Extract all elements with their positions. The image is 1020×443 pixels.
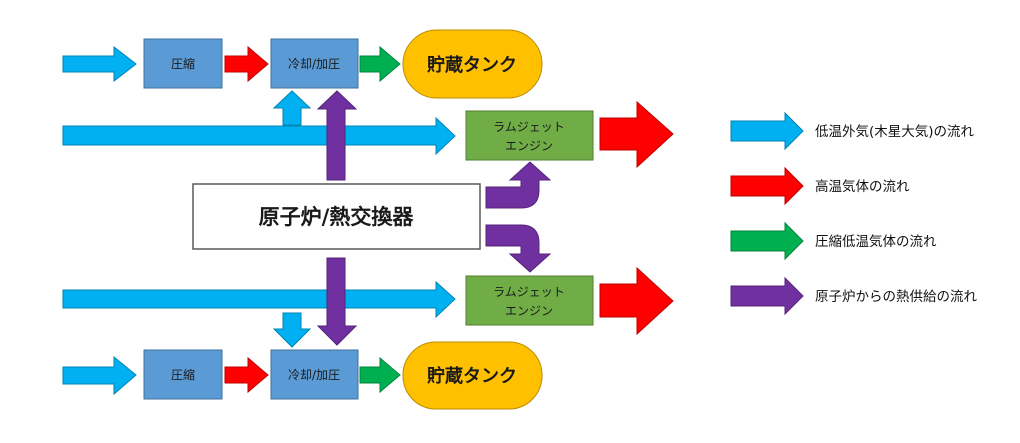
lower-exhaust-arrow <box>599 266 674 336</box>
heat-to-lower-ramjet-arrow <box>485 224 552 273</box>
legend-label-hot: 高温気体の流れ <box>815 178 910 195</box>
legend-arrow-heat <box>730 276 804 316</box>
lower-tank-label: 貯蔵タンク <box>427 365 517 387</box>
lower-compressed-arrow <box>359 356 401 394</box>
upper-compress-label: 圧縮 <box>171 56 195 71</box>
lower-intake-arrow <box>62 355 137 396</box>
legend-label-heat: 原子炉からの熱供給の流れ <box>815 289 977 305</box>
legend-arrow-cold <box>730 111 804 151</box>
upper-ramjet-label-line1: ラムジェット <box>493 120 565 134</box>
upper-compressed-arrow <box>359 45 401 83</box>
upper-heat-arrow <box>316 90 358 181</box>
legend-label-compressed: 圧縮低温気体の流れ <box>815 234 937 250</box>
lower-hot-arrow <box>224 356 269 394</box>
lower-tank <box>402 341 543 410</box>
upper-cool-box <box>270 38 359 89</box>
reactor-label: 原子炉/熱交換器 <box>259 205 415 229</box>
lower-ramjet-box <box>465 275 594 326</box>
lower-cool-label: 冷却/加圧 <box>288 368 340 382</box>
upper-cool-label: 冷却/加圧 <box>288 57 340 71</box>
upper-ramjet-box <box>465 110 594 161</box>
upper-cold-feed-arrow <box>272 90 312 126</box>
reactor-box <box>192 183 481 250</box>
upper-hot-arrow <box>224 45 269 83</box>
upper-tank <box>402 29 543 99</box>
lower-compress-box <box>143 349 223 400</box>
lower-ramjet-label-line1: ラムジェット <box>493 285 565 299</box>
upper-intake-arrow <box>62 45 137 83</box>
lower-compress-label: 圧縮 <box>171 367 195 382</box>
lower-cool-box <box>270 349 359 400</box>
upper-ramjet-label-line2: エンジン <box>505 139 553 153</box>
legend-arrow-compressed <box>730 221 804 261</box>
legend-arrow-hot <box>730 166 804 206</box>
upper-atmosphere-arrow <box>62 116 456 156</box>
lower-cold-feed-arrow <box>272 312 312 348</box>
lower-ramjet-label-line2: エンジン <box>505 304 553 318</box>
upper-tank-label: 貯蔵タンク <box>427 54 517 76</box>
heat-to-upper-ramjet-arrow <box>485 161 552 209</box>
lower-atmosphere-arrow <box>62 280 456 319</box>
upper-compress-box <box>143 38 223 89</box>
legend: 低温外気(木星大気)の流れ高温気体の流れ圧縮低温気体の流れ原子炉からの熱供給の流… <box>730 111 977 316</box>
upper-exhaust-arrow <box>599 100 674 169</box>
legend-label-cold: 低温外気(木星大気)の流れ <box>815 124 975 140</box>
lower-heat-arrow <box>316 257 358 346</box>
